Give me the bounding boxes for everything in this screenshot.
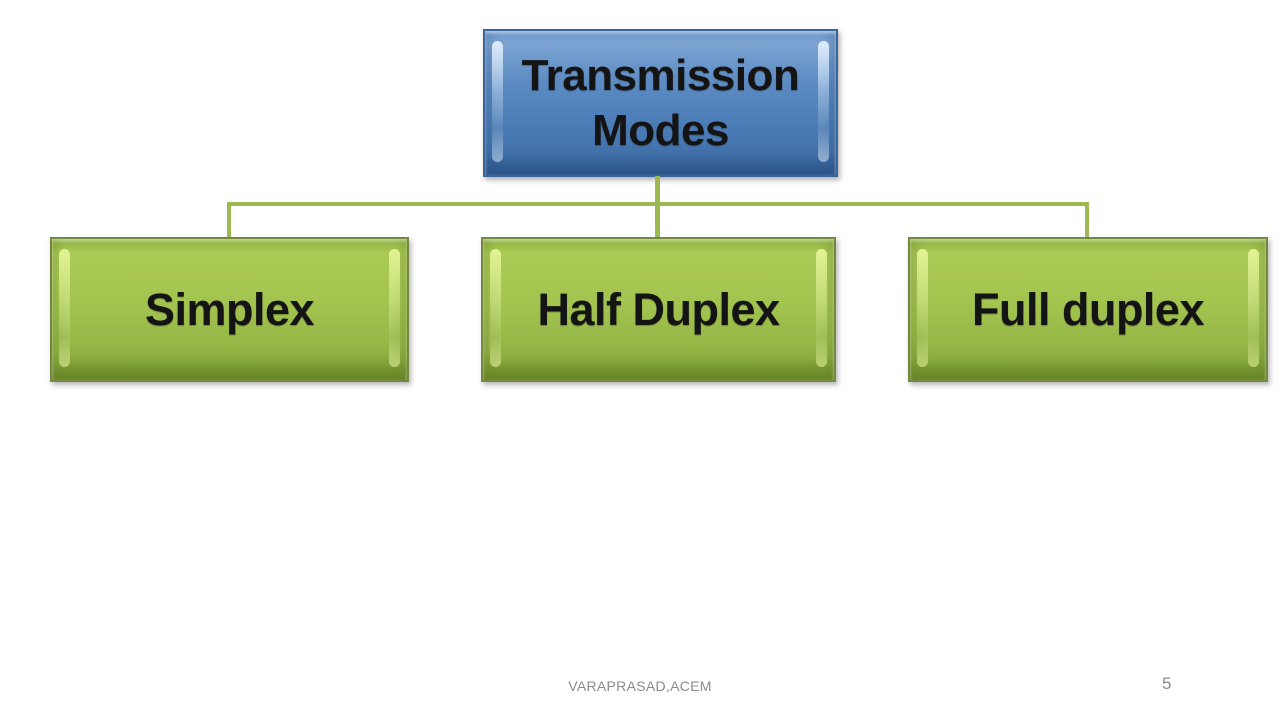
diagram-node-transmission-modes: Transmission Modes: [483, 29, 838, 177]
bevel-highlight-right: [1248, 249, 1259, 367]
bevel-highlight-left: [917, 249, 928, 367]
slide-page-number: 5: [1162, 674, 1172, 693]
node-label: Half Duplex: [537, 283, 780, 335]
footer-author-text: VARAPRASAD,ACEM: [568, 678, 712, 694]
node-label: Simplex: [144, 283, 315, 335]
connector-drop-right: [1085, 202, 1089, 237]
bevel-highlight-left: [492, 41, 503, 162]
bevel-highlight-right: [389, 249, 400, 367]
connector-horizontal: [227, 202, 1089, 206]
bevel-highlight-left: [59, 249, 70, 367]
diagram-node-simplex: Simplex: [50, 237, 409, 382]
diagram-node-half-duplex: Half Duplex: [481, 237, 836, 382]
bevel-highlight-right: [816, 249, 827, 367]
node-label: Transmission Modes: [521, 51, 800, 155]
diagram-node-full-duplex: Full duplex: [908, 237, 1268, 382]
connector-stem: [655, 176, 660, 237]
connector-drop-left: [227, 202, 231, 237]
bevel-highlight-right: [818, 41, 829, 162]
bevel-highlight-left: [490, 249, 501, 367]
node-label: Full duplex: [971, 283, 1205, 335]
